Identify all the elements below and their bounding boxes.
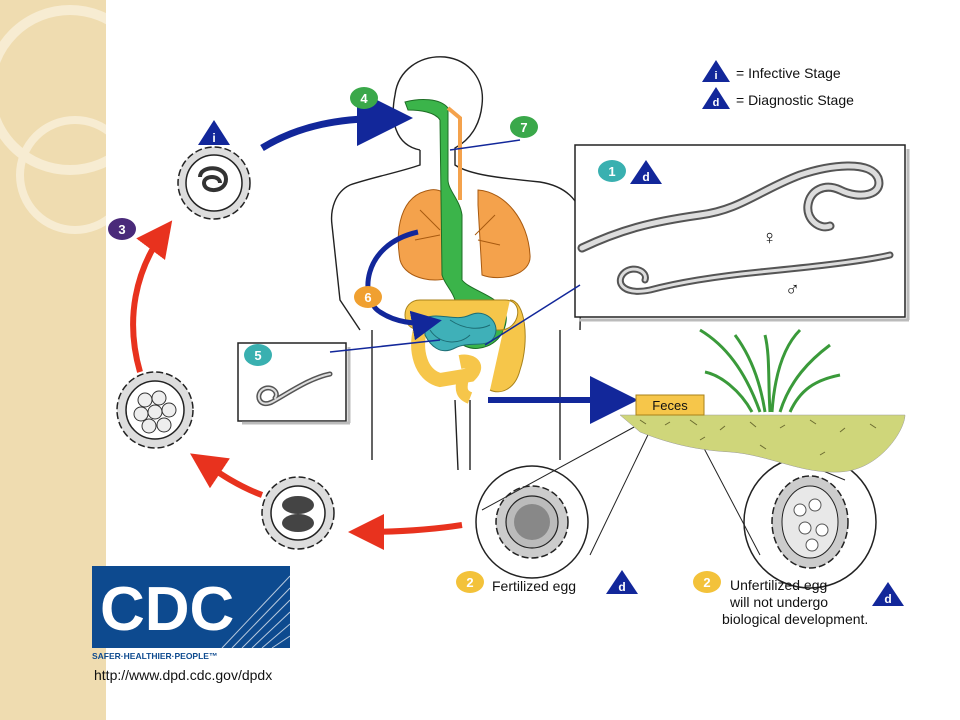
fertilized-egg-label: Fertilized egg	[492, 578, 576, 594]
arrow-fertilized-to-cleaving	[348, 513, 463, 550]
adult-pointer-line	[484, 284, 581, 346]
legend: i = Infective Stage d = Diagnostic Stage	[702, 60, 854, 109]
cdc-url[interactable]: http://www.dpd.cdc.gov/dpdx	[94, 667, 273, 683]
legend-infective-label: = Infective Stage	[736, 65, 841, 81]
step-badge-7: 7	[510, 116, 538, 138]
cdc-logo: CDC SAFER·HEALTHIER·PEOPLE™	[92, 566, 290, 660]
feces-callout-lines	[481, 413, 846, 556]
svg-text:i: i	[212, 131, 215, 145]
svg-text:d: d	[713, 97, 720, 109]
larva-pointer-line	[329, 339, 441, 353]
egg-cleaving	[261, 476, 335, 550]
svg-text:d: d	[642, 170, 649, 184]
cdc-logo-text: CDC	[100, 575, 234, 644]
feces-label: Feces	[652, 398, 688, 413]
arrow-egg-to-mouth	[260, 90, 413, 151]
unfertilized-line-3: biological development.	[722, 611, 868, 627]
svg-text:4: 4	[360, 91, 368, 106]
step7-pointer-line	[449, 139, 521, 151]
infective-triangle-icon: i	[198, 120, 230, 145]
diagnostic-triangle-icon-adults: d	[630, 160, 662, 184]
legend-diagnostic-icon: d	[702, 87, 730, 109]
arrow-embryo-to-infective	[130, 220, 173, 373]
svg-text:1: 1	[608, 164, 615, 179]
slide-sidebar	[0, 0, 106, 720]
svg-text:i: i	[714, 70, 717, 82]
svg-text:7: 7	[520, 120, 527, 135]
step-badge-4: 4	[350, 87, 378, 109]
step-badge-6: 6	[354, 286, 382, 308]
step-badge-1: 1	[598, 160, 626, 182]
fertilized-egg-callout	[475, 465, 589, 579]
step-badge-3: 3	[108, 218, 136, 240]
diagnostic-triangle-icon-unfertilized: d	[872, 582, 904, 606]
female-symbol: ♀	[762, 227, 777, 249]
arrow-cleaving-to-embryo	[190, 453, 264, 498]
egg-infective	[177, 146, 251, 220]
soil-and-grass	[619, 328, 906, 473]
legend-infective-icon: i	[702, 60, 730, 82]
cdc-tagline: SAFER·HEALTHIER·PEOPLE™	[92, 651, 217, 660]
unfertilized-line-2: will not undergo	[729, 594, 828, 610]
egg-embryonated	[116, 371, 194, 449]
svg-text:2: 2	[466, 575, 473, 590]
human-body-outline	[330, 56, 583, 471]
sidebar-arc-pattern	[0, 5, 106, 234]
step-badge-5: 5	[244, 344, 272, 366]
svg-text:2: 2	[703, 575, 710, 590]
step-badge-2-fertilized: 2	[456, 571, 484, 593]
legend-diagnostic-label: = Diagnostic Stage	[736, 92, 854, 108]
step-badge-2-unfertilized: 2	[693, 571, 721, 593]
svg-text:d: d	[618, 580, 625, 594]
unfertilized-line-1: Unfertilized egg	[730, 577, 827, 593]
diagnostic-triangle-icon-fertilized: d	[606, 570, 638, 594]
trachea	[446, 106, 462, 200]
svg-text:3: 3	[118, 222, 125, 237]
arrow-migration-lungs	[365, 229, 442, 341]
svg-text:5: 5	[254, 348, 261, 363]
svg-text:6: 6	[364, 290, 371, 305]
unfertilized-egg-callout	[743, 455, 877, 589]
feces-box	[635, 394, 705, 416]
male-symbol: ♂	[785, 279, 800, 301]
svg-text:d: d	[884, 592, 891, 606]
